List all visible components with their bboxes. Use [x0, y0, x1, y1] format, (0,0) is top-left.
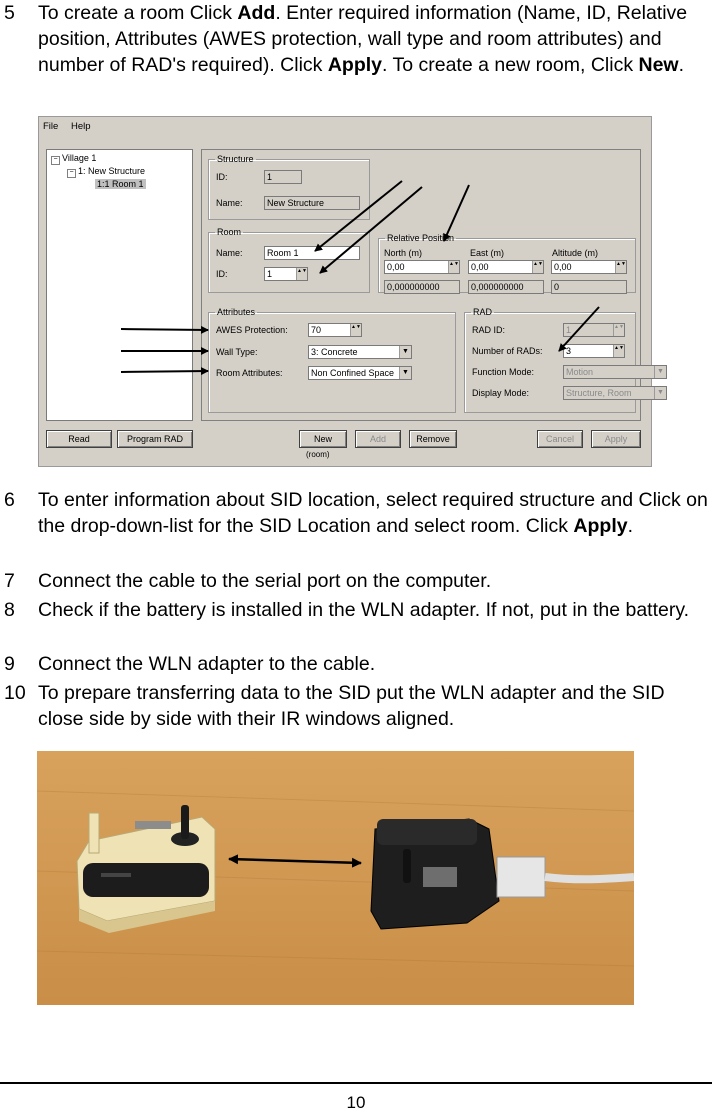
east-label: East (m): [470, 248, 505, 258]
step-text: Connect the cable to the serial port on …: [38, 570, 492, 592]
device-photo: [37, 751, 634, 1005]
north-stepper[interactable]: 0,00▲▼: [384, 260, 460, 274]
step-text: To create a room Click Add. Enter requir…: [38, 2, 688, 76]
new-button-hint: (room): [306, 450, 330, 459]
step-number: 7: [4, 570, 15, 592]
room-name-input[interactable]: Room 1: [264, 246, 360, 260]
structure-name-label: Name:: [216, 198, 243, 208]
awes-protection-stepper[interactable]: 70▲▼: [308, 323, 362, 337]
number-of-rads-stepper[interactable]: 3▲▼: [563, 344, 625, 358]
structure-name-field: New Structure: [264, 196, 360, 210]
step-text: To prepare transferring data to the SID …: [38, 682, 665, 730]
step-number: 10: [4, 682, 26, 704]
spin-arrows-icon[interactable]: ▲▼: [350, 324, 361, 336]
room-group: Room: [208, 227, 370, 293]
altitude-label: Altitude (m): [552, 248, 599, 258]
east-stepper[interactable]: 0,00▲▼: [468, 260, 544, 274]
room-attributes-select[interactable]: Non Confined Space▼: [308, 366, 412, 380]
altitude-stepper[interactable]: 0,00▲▼: [551, 260, 627, 274]
page-number: 10: [346, 1093, 366, 1112]
dropdown-arrow-icon[interactable]: ▼: [399, 346, 411, 358]
wall-type-select[interactable]: 3: Concrete▼: [308, 345, 412, 359]
add-button[interactable]: Add: [355, 430, 401, 448]
display-mode-select[interactable]: Structure, Room▼: [563, 386, 667, 400]
menu-file[interactable]: File: [43, 121, 59, 132]
alignment-arrow: [228, 854, 362, 868]
read-button[interactable]: Read: [46, 430, 112, 448]
function-mode-label: Function Mode:: [472, 367, 535, 377]
remove-button[interactable]: Remove: [409, 430, 457, 448]
step-number: 6: [4, 489, 15, 511]
north-readout: 0,000000000: [384, 280, 460, 294]
step-text: Connect the WLN adapter to the cable.: [38, 653, 376, 675]
step-text: To enter information about SID location,…: [38, 489, 708, 537]
menu-bar: File Help: [43, 121, 101, 132]
function-mode-select[interactable]: Motion▼: [563, 365, 667, 379]
rad-id-stepper[interactable]: 1▲▼: [563, 323, 625, 337]
cancel-button[interactable]: Cancel: [537, 430, 583, 448]
sid-device: [370, 818, 634, 930]
spin-arrows-icon[interactable]: ▲▼: [532, 261, 543, 273]
step-number: 8: [4, 599, 15, 621]
spin-arrows-icon[interactable]: ▲▼: [613, 324, 624, 336]
structure-id-label: ID:: [216, 172, 228, 182]
tree-node-structure[interactable]: −1: New Structure: [67, 166, 145, 178]
program-rad-button[interactable]: Program RAD: [117, 430, 193, 448]
east-readout: 0,000000000: [468, 280, 544, 294]
room-id-stepper[interactable]: 1 ▲▼: [264, 267, 308, 281]
tree-node-room[interactable]: 1:1 Room 1: [95, 179, 146, 189]
collapse-icon[interactable]: −: [51, 156, 60, 165]
rad-id-label: RAD ID:: [472, 325, 506, 335]
room-attributes-label: Room Attributes:: [216, 368, 283, 378]
display-mode-label: Display Mode:: [472, 388, 530, 398]
north-label: North (m): [384, 248, 422, 258]
dropdown-arrow-icon[interactable]: ▼: [399, 367, 411, 379]
attributes-group: Attributes: [208, 307, 456, 413]
structure-tree[interactable]: −Village 1 −1: New Structure 1:1 Room 1: [46, 149, 193, 421]
rad-group: RAD: [464, 307, 636, 413]
spin-arrows-icon[interactable]: ▲▼: [448, 261, 459, 273]
collapse-icon[interactable]: −: [67, 169, 76, 178]
tree-node-village[interactable]: −Village 1: [51, 153, 96, 165]
footer-rule: [0, 1082, 712, 1084]
apply-button[interactable]: Apply: [591, 430, 641, 448]
wall-type-label: Wall Type:: [216, 347, 258, 357]
structure-group: Structure: [208, 154, 370, 220]
dropdown-arrow-icon[interactable]: ▼: [654, 387, 666, 399]
structure-id-field: 1: [264, 170, 302, 184]
room-id-label: ID:: [216, 269, 228, 279]
awes-label: AWES Protection:: [216, 325, 288, 335]
step-number: 5: [4, 2, 15, 24]
step-number: 9: [4, 653, 15, 675]
new-button[interactable]: New: [299, 430, 347, 448]
details-panel: Structure ID: 1 Name: New Structure Room…: [201, 149, 667, 421]
wln-adapter: [76, 805, 216, 933]
spin-arrows-icon[interactable]: ▲▼: [296, 268, 307, 280]
altitude-readout: 0: [551, 280, 627, 294]
spin-arrows-icon[interactable]: ▲▼: [615, 261, 626, 273]
menu-help[interactable]: Help: [70, 121, 91, 132]
dropdown-arrow-icon[interactable]: ▼: [654, 366, 666, 378]
app-screenshot: File Help −Village 1 −1: New Structure 1…: [38, 116, 667, 467]
spin-arrows-icon[interactable]: ▲▼: [613, 345, 624, 357]
room-name-label: Name:: [216, 248, 243, 258]
number-of-rads-label: Number of RADs:: [472, 346, 543, 356]
step-text: Check if the battery is installed in the…: [38, 599, 690, 621]
